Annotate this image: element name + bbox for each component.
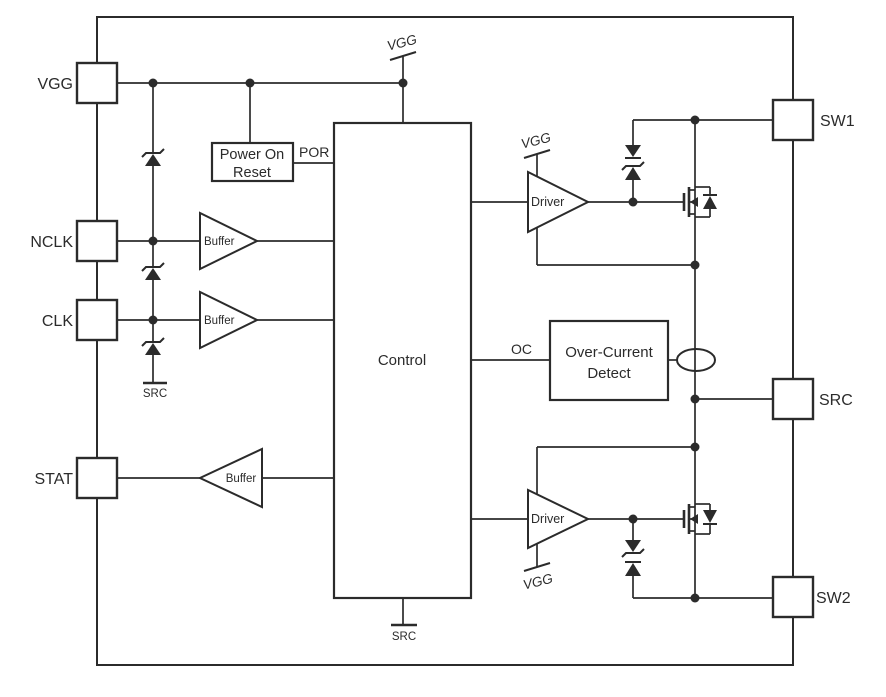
- junction-dot: [245, 78, 255, 88]
- wire-src-net: [402, 398, 773, 625]
- wire-vgg-net: [117, 56, 404, 143]
- zener-diode-icon: [621, 540, 645, 558]
- driver-label: Driver: [531, 195, 564, 209]
- pin-label-sw2: SW2: [816, 590, 851, 607]
- mosfet-icon: [682, 186, 717, 218]
- block-control: Control: [332, 121, 473, 600]
- junction-dot: [690, 442, 700, 452]
- zener-diode-icon: [141, 262, 165, 280]
- power-on-reset-line2: Reset: [233, 165, 271, 181]
- block-power-on-reset: Power On Reset: [210, 141, 295, 183]
- mosfet-arrow: [690, 514, 698, 524]
- diode-icon: [625, 561, 641, 576]
- junction-dot: [628, 197, 638, 207]
- junction-dot: [148, 236, 158, 246]
- pin-label-clk: CLK: [42, 313, 73, 330]
- pin-label-src: SRC: [819, 392, 853, 409]
- buffer-triangle: [197, 447, 263, 509]
- rail-label-src: SRC: [392, 631, 416, 643]
- junction-dot: [690, 593, 700, 603]
- pin-stat: STAT: [34, 456, 119, 500]
- mosfet-icon: [682, 503, 717, 535]
- junction-dot: [148, 315, 158, 325]
- buffer-stat: Buffer: [197, 447, 263, 509]
- power-on-reset-box: [210, 141, 295, 183]
- rail-src-control: SRC: [391, 623, 417, 643]
- pin-sw1: SW1: [771, 98, 855, 142]
- pin-src: SRC: [771, 377, 853, 421]
- rail-vgg-driver2: VGG: [522, 562, 555, 593]
- power-on-reset-line1: Power On: [220, 147, 284, 163]
- buffer-triangle: [199, 211, 260, 271]
- pin-label-vgg: VGG: [37, 76, 73, 93]
- wire-driver2-net: [471, 446, 695, 567]
- buffer-triangle: [199, 290, 260, 350]
- rail-bar: [523, 149, 551, 159]
- rail-vgg-driver1: VGG: [520, 130, 553, 159]
- mosfet-arrow: [690, 197, 698, 207]
- over-current-detect-line1: Over-Current: [565, 344, 653, 361]
- pin-label-sw1: SW1: [820, 113, 855, 130]
- net-label-oc: OC: [511, 341, 532, 357]
- driver-triangle: [527, 170, 591, 234]
- pin-box-stat: [75, 456, 119, 500]
- buffer-label: Buffer: [226, 473, 257, 485]
- rail-label-vgg: VGG: [522, 571, 555, 593]
- wire-driver1-net: [471, 154, 695, 266]
- junction-dots: [148, 78, 700, 603]
- pin-box-src: [771, 377, 815, 421]
- rail-label-vgg: VGG: [386, 32, 419, 54]
- rail-label-vgg: VGG: [520, 130, 553, 152]
- driver-low-side: Driver: [527, 488, 591, 550]
- net-label-por: POR: [299, 144, 329, 160]
- pin-label-stat: STAT: [34, 471, 73, 488]
- pin-clk: CLK: [42, 298, 119, 342]
- pin-sw2: SW2: [771, 575, 851, 619]
- block-over-current-detect: Over-Current Detect: [548, 319, 670, 402]
- junction-dot: [398, 78, 408, 88]
- pin-nclk: NCLK: [30, 219, 119, 263]
- over-current-detect-box: [548, 319, 670, 402]
- pin-box-nclk: [75, 219, 119, 263]
- pin-box-sw1: [771, 98, 815, 142]
- driver-high-side: Driver: [527, 170, 591, 234]
- pin-label-nclk: NCLK: [30, 234, 73, 251]
- buffer-clk: Buffer: [199, 290, 260, 350]
- buffer-label: Buffer: [204, 236, 235, 248]
- zener-diode-icon: [141, 148, 165, 166]
- buffer-label: Buffer: [204, 315, 235, 327]
- over-current-detect-line2: Detect: [587, 365, 631, 382]
- rail-bar: [389, 51, 417, 61]
- pin-box-clk: [75, 298, 119, 342]
- body-diode-icon: [703, 510, 717, 523]
- junction-dot: [690, 394, 700, 404]
- rail-vgg-top: VGG: [386, 32, 419, 61]
- driver-triangle: [527, 488, 591, 550]
- junction-dot: [690, 115, 700, 125]
- pin-box-vgg: [75, 61, 119, 105]
- driver-label: Driver: [531, 512, 564, 526]
- buffer-nclk: Buffer: [199, 211, 260, 271]
- control-label: Control: [378, 352, 426, 369]
- control-box: [332, 121, 473, 600]
- zener-diode-icon: [141, 337, 165, 355]
- body-diode-icon: [703, 196, 717, 209]
- pin-vgg: VGG: [37, 61, 119, 105]
- junction-dot: [690, 260, 700, 270]
- pin-box-sw2: [771, 575, 815, 619]
- rail-src-left-chain: SRC: [143, 381, 167, 400]
- rail-bar: [523, 562, 551, 572]
- diode-icon: [625, 145, 641, 159]
- current-sensor-icon: [676, 348, 716, 372]
- rail-label-src: SRC: [143, 388, 167, 400]
- junction-dot: [148, 78, 158, 88]
- junction-dot: [628, 514, 638, 524]
- zener-diode-icon: [621, 161, 645, 180]
